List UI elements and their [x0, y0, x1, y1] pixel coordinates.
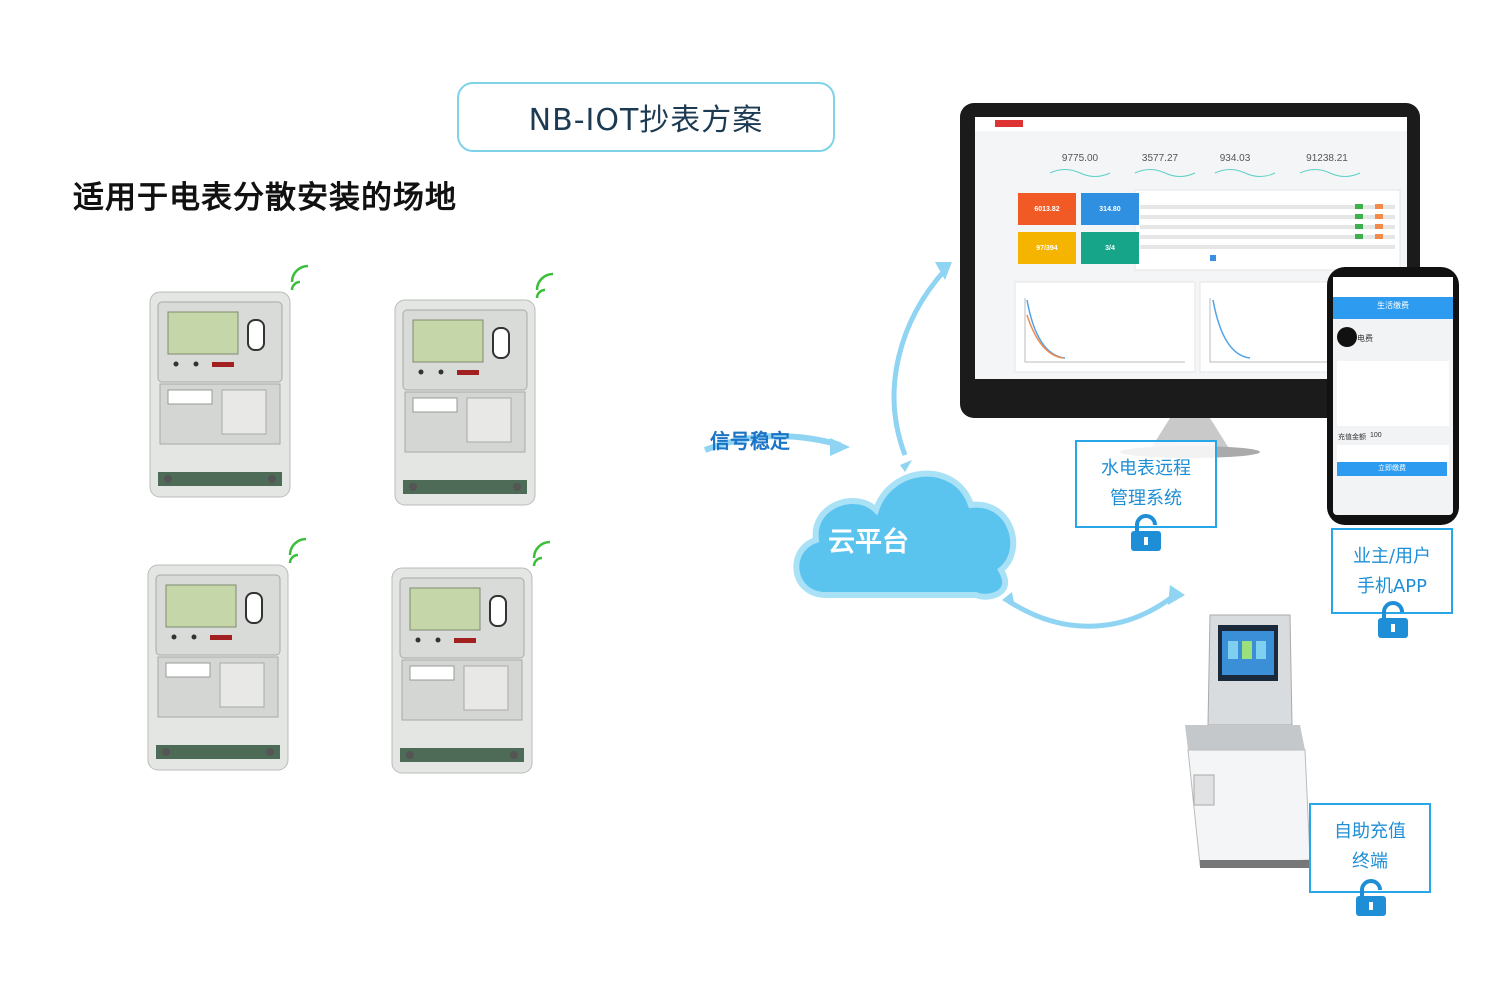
cloud-computer-arrow — [891, 268, 947, 456]
phone-amount-label: 充值金额 — [1338, 434, 1366, 441]
owner-app-box: 业主/用户 手机APP — [1331, 528, 1453, 614]
kiosk-box: 自助充值 终端 — [1309, 803, 1431, 893]
kiosk-line-2: 终端 — [1352, 851, 1388, 872]
dashboard-tile-2: 314.80 — [1081, 193, 1139, 225]
meter-body — [149, 291, 291, 498]
electric-meter-3 — [147, 537, 307, 771]
management-system-box: 水电表远程 管理系统 — [1075, 440, 1217, 528]
management-system-line-2: 管理系统 — [1110, 488, 1182, 509]
lock-icon — [1378, 601, 1408, 638]
owner-app-line-2: 手机APP — [1356, 576, 1428, 597]
lock-icon — [1131, 514, 1161, 551]
owner-app-line-1: 业主/用户 — [1352, 546, 1432, 567]
tile-value: 3/4 — [1105, 244, 1115, 252]
dashboard-tile-1: 6013.82 — [1018, 193, 1076, 225]
tile-value: 97/394 — [1036, 244, 1058, 252]
tile-value: 314.80 — [1099, 205, 1121, 213]
page-title: NB-IOT抄表方案 — [528, 103, 764, 138]
self-service-kiosk — [1185, 614, 1311, 868]
cloud-label: 云平台 — [828, 527, 909, 558]
smartphone — [1327, 267, 1459, 525]
page-subtitle: 适用于电表分散安装的场地 — [73, 180, 457, 216]
cloud-shape — [793, 470, 1017, 600]
phone-header: 生活缴费 — [1377, 301, 1409, 310]
dashboard-tile-3: 97/394 — [1018, 232, 1076, 264]
title-pill: NB-IOT抄表方案 — [457, 82, 835, 152]
wifi-icon — [290, 264, 309, 291]
lock-icon — [1356, 879, 1386, 916]
dashboard-stat-4: 91238.21 — [1306, 153, 1348, 164]
management-system-line-1: 水电表远程 — [1101, 458, 1191, 479]
wifi-icon — [288, 537, 307, 564]
electric-meter-4 — [391, 540, 551, 774]
dashboard-stat-2: 3577.27 — [1141, 153, 1179, 164]
dashboard-tile-4: 3/4 — [1081, 232, 1139, 264]
wifi-icon — [532, 540, 551, 567]
electric-meter-2 — [394, 272, 554, 506]
phone-item: 电费 — [1357, 334, 1373, 343]
electric-meter-1 — [149, 264, 309, 498]
dashboard-stat-1: 9775.00 — [1061, 153, 1099, 164]
phone-amount-value: 100 — [1370, 432, 1382, 439]
wifi-icon — [535, 272, 554, 299]
connection-arrows — [703, 262, 1185, 629]
stat-sparklines — [1049, 169, 1361, 177]
signal-label: 信号稳定 — [710, 429, 790, 453]
dashboard-stat-3: 934.03 — [1219, 153, 1251, 164]
tile-value: 6013.82 — [1034, 205, 1060, 213]
signal-arrow — [703, 433, 841, 453]
kiosk-line-1: 自助充值 — [1334, 821, 1406, 842]
cloud-kiosk-arrow — [1008, 593, 1177, 629]
phone-pay-button[interactable]: 立即缴费 — [1337, 462, 1447, 476]
